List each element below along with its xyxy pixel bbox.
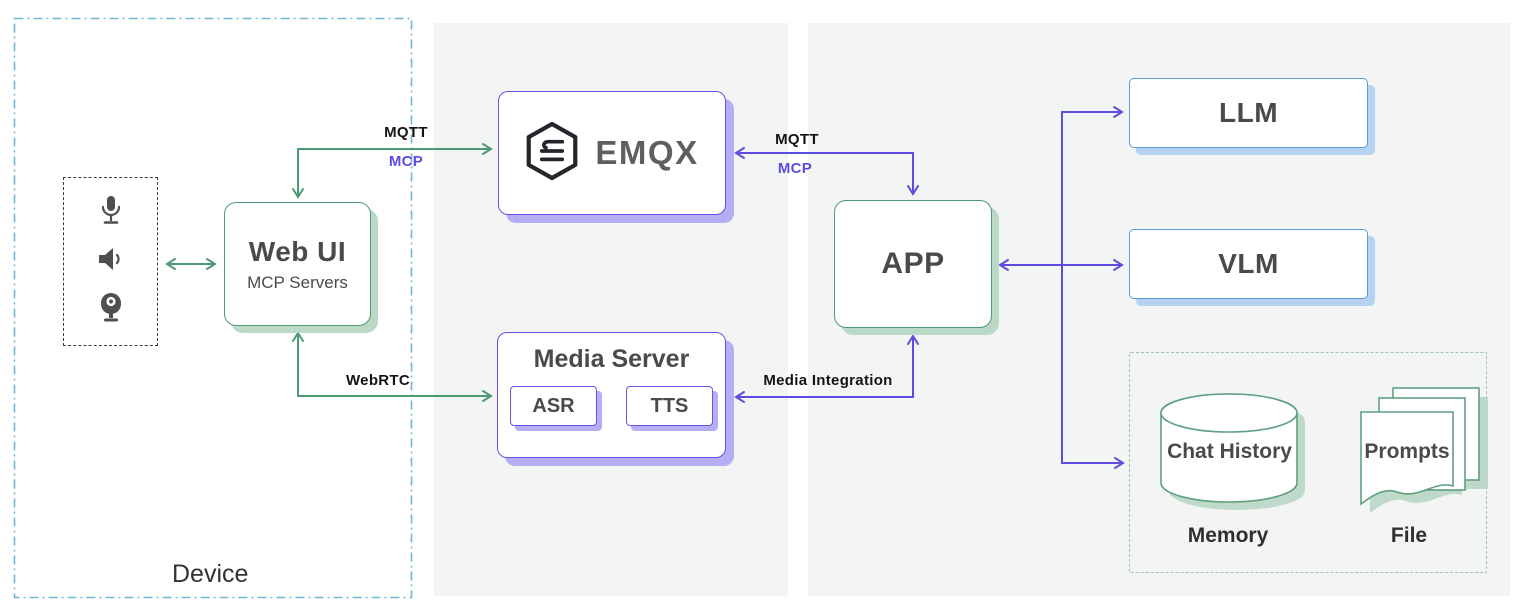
emqx-title: EMQX bbox=[595, 134, 699, 171]
label-mcp-device: MCP bbox=[388, 153, 424, 170]
device-label: Device bbox=[172, 560, 249, 588]
chat-history-label: Chat History bbox=[1167, 440, 1292, 463]
app-title: APP bbox=[881, 247, 945, 280]
microphone-icon bbox=[98, 195, 124, 232]
llm-node: LLM bbox=[1129, 78, 1368, 148]
webui-title: Web UI bbox=[248, 235, 347, 267]
prompts-files-icon bbox=[1357, 386, 1492, 526]
chat-history-cylinder-icon bbox=[1159, 392, 1314, 519]
vlm-title: VLM bbox=[1218, 248, 1279, 279]
camera-icon bbox=[98, 292, 124, 328]
label-media-integration: Media Integration bbox=[763, 372, 893, 389]
tts-node: TTS bbox=[626, 386, 713, 426]
memory-label: Memory bbox=[1187, 524, 1269, 547]
app-node: APP bbox=[834, 200, 992, 328]
peripherals-box bbox=[63, 177, 158, 346]
label-mqtt-device: MQTT bbox=[384, 124, 428, 141]
webui-subtitle: MCP Servers bbox=[247, 272, 348, 292]
llm-title: LLM bbox=[1218, 97, 1279, 128]
webui-node: Web UI MCP Servers bbox=[224, 202, 371, 326]
emqx-logo-icon bbox=[525, 121, 579, 186]
media-server-title: Media Server bbox=[533, 345, 690, 373]
file-label: File bbox=[1390, 524, 1428, 547]
label-webrtc: WebRTC bbox=[345, 372, 411, 389]
label-mqtt-app: MQTT bbox=[775, 131, 819, 148]
media-server-node: Media Server ASR TTS bbox=[497, 332, 726, 458]
label-mcp-app: MCP bbox=[777, 160, 813, 177]
emqx-node: EMQX bbox=[498, 91, 726, 215]
vlm-node: VLM bbox=[1129, 229, 1368, 299]
speaker-icon bbox=[97, 246, 125, 277]
asr-node: ASR bbox=[510, 386, 597, 426]
prompts-label: Prompts bbox=[1364, 440, 1450, 463]
